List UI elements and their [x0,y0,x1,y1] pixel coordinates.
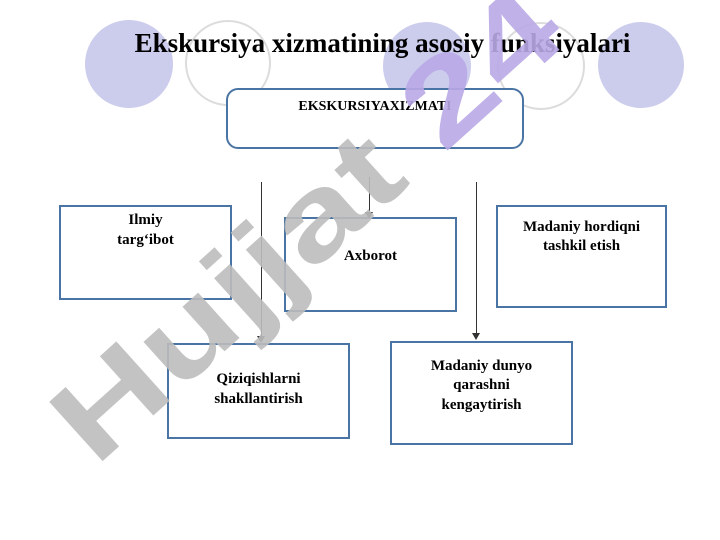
decor-circle-1 [85,20,173,108]
connector-left [261,182,262,337]
connector-center [369,177,370,213]
arrowhead-center [365,212,373,219]
node-madaniy-hordiq: Madaniy hordiqni tashkil etish [496,205,667,308]
connector-right [476,182,477,334]
root-box: EKSKURSIYAXIZMATI [226,88,524,149]
decor-circle-5 [598,22,684,108]
decor-circle-4 [497,22,585,110]
arrowhead-left [257,336,265,343]
node-axborot: Axborot [284,217,457,312]
slide-title: Ekskursiya xizmatining asosiy funksiyala… [134,28,631,58]
arrowhead-right [472,333,480,340]
node-ilmiy-targibot: Ilmiy targ‘ibot [59,205,232,300]
node-qiziqishlar: Qiziqishlarni shakllantirish [167,343,350,439]
node-madaniy-dunyo: Madaniy dunyo qarashni kengaytirish [390,341,573,445]
